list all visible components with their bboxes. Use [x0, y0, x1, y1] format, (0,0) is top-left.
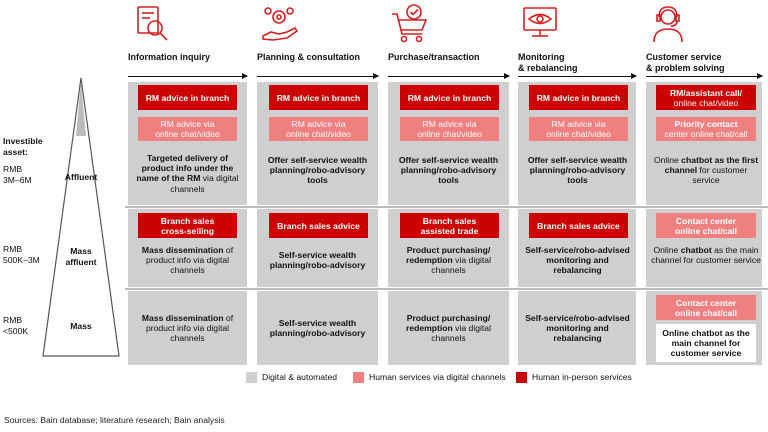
- mass-affluent-in-person-box: Branch sales advice: [529, 213, 628, 238]
- affluent-desc-info: Targeted delivery of product info under …: [136, 153, 239, 194]
- mass-desc-purchase: Product purchasing/ redemption via digit…: [405, 313, 491, 344]
- mass-affluent-in-person-box: Branch sales cross-selling: [138, 213, 237, 238]
- affluent-in-person-box: RM advice in branch: [138, 85, 237, 110]
- row-divider: [125, 206, 768, 208]
- legend-swatch-human-in-person: [516, 372, 527, 383]
- asset-range-mass-affluent: RMB 500K–3M: [3, 244, 40, 265]
- legend-swatch-digital-automated: [246, 372, 257, 383]
- affluent-rm-call-box: RM/assistant call/online chat/video: [656, 85, 756, 110]
- segment-label-affluent: Affluent: [64, 172, 98, 182]
- affluent-digital-human-box: RM advice via online chat/video: [529, 117, 628, 141]
- stage-arrow: [128, 73, 248, 79]
- affluent-in-person-box: RM advice in branch: [400, 85, 499, 110]
- mass-desc-monitoring: Self-service/robo-advised monitoring and…: [525, 313, 630, 344]
- affluent-desc-service: Online chatbot as the first channel for …: [653, 155, 759, 186]
- segment-label-mass: Mass: [70, 321, 92, 331]
- mass-affluent-desc-purchase: Product purchasing/ redemption via digit…: [405, 245, 491, 276]
- stage-arrow: [646, 73, 763, 79]
- stage-title-monitoring-rebalancing: Monitoring & rebalancing: [518, 52, 578, 73]
- mass-chatbot-box: Online chatbot as the main channel for c…: [656, 324, 756, 362]
- stage-title-customer-service: Customer service & problem solving: [646, 52, 725, 73]
- mass-affluent-desc-monitoring: Self-service/robo-advised monitoring and…: [525, 245, 630, 276]
- mass-affluent-desc-planning: Self-service wealth planning/robo-adviso…: [269, 250, 366, 271]
- mass-contact-center-box: Contact center online chat/call: [656, 295, 756, 320]
- legend-label-digital-automated: Digital & automated: [262, 372, 337, 382]
- asset-range-affluent: RMB 3M–6M: [3, 164, 32, 185]
- segment-label-mass-affluent: Mass affluent: [65, 246, 97, 267]
- affluent-digital-human-box: RM advice via online chat/video: [138, 117, 237, 141]
- row-divider: [125, 288, 768, 290]
- axis-title: Investible asset:: [3, 136, 43, 157]
- magnifying-glass-document-icon: [137, 6, 168, 41]
- mass-affluent-desc-info: Mass dissemination of product info via d…: [141, 245, 234, 276]
- affluent-desc-purchase: Offer self-service wealth planning/robo-…: [398, 155, 499, 186]
- shopping-cart-check-icon: [392, 4, 428, 43]
- stage-arrow: [257, 73, 379, 79]
- hand-with-gears-icon: [262, 7, 299, 41]
- affluent-desc-planning: Offer self-service wealth planning/robo-…: [267, 155, 368, 186]
- stage-title-planning-consultation: Planning & consultation: [257, 52, 360, 62]
- mass-affluent-desc-service: Online chatbot as the main channel for c…: [651, 245, 761, 266]
- mass-affluent-in-person-box: Branch sales assisted trade: [400, 213, 499, 238]
- mass-affluent-in-person-box: Branch sales advice: [269, 213, 368, 238]
- affluent-in-person-box: RM advice in branch: [269, 85, 368, 110]
- affluent-desc-monitoring: Offer self-service wealth planning/robo-…: [527, 155, 628, 186]
- stage-title-information-inquiry: Information inquiry: [128, 52, 210, 62]
- affluent-in-person-box: RM advice in branch: [529, 85, 628, 110]
- mass-desc-info: Mass dissemination of product info via d…: [141, 313, 234, 344]
- affluent-digital-human-box: RM advice via online chat/video: [269, 117, 368, 141]
- asset-range-mass: RMB <500K: [3, 315, 29, 336]
- legend-swatch-human-digital: [353, 372, 364, 383]
- segment-pyramid: [42, 77, 120, 357]
- headset-agent-icon: [653, 6, 683, 43]
- legend-label-human-digital: Human services via digital channels: [369, 372, 506, 382]
- monitor-eye-icon: [523, 7, 557, 37]
- mass-desc-planning: Self-service wealth planning/robo-adviso…: [269, 318, 366, 339]
- stage-title-purchase-transaction: Purchase/transaction: [388, 52, 480, 62]
- source-note: Sources: Bain database; literature resea…: [4, 415, 225, 425]
- legend-label-human-in-person: Human in-person services: [532, 372, 632, 382]
- stage-arrow: [388, 73, 510, 79]
- stage-arrow: [518, 73, 637, 79]
- mass-affluent-contact-center-box: Contact center online chat/call: [656, 213, 756, 238]
- affluent-digital-human-box: RM advice via online chat/video: [400, 117, 499, 141]
